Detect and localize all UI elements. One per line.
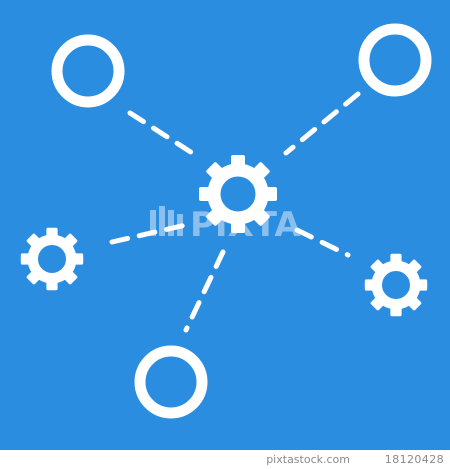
connector-left bbox=[109, 221, 193, 245]
gear-network-icon bbox=[0, 23, 450, 419]
left-gear-icon bbox=[21, 228, 83, 290]
circle-node-bottom bbox=[134, 345, 208, 419]
watermark-text: PIXTA bbox=[190, 205, 301, 245]
watermark-logo: PIXTA bbox=[150, 205, 301, 245]
connector-bottom-left bbox=[183, 249, 226, 333]
circle-node-top-left bbox=[51, 34, 125, 108]
connector-top-right bbox=[283, 91, 361, 156]
footer-image-number: 18120428 bbox=[384, 453, 444, 466]
watermark-logo-icon bbox=[150, 206, 183, 236]
connector-right bbox=[294, 227, 351, 258]
right-gear-icon bbox=[365, 254, 427, 316]
connector-top-left bbox=[127, 110, 203, 161]
illustration-canvas: PIXTA bbox=[0, 0, 450, 450]
circle-node-top-right bbox=[358, 23, 432, 97]
stock-footer: pixtastock.com 18120428 bbox=[0, 450, 450, 469]
footer-site-name: pixtastock.com bbox=[266, 453, 350, 466]
